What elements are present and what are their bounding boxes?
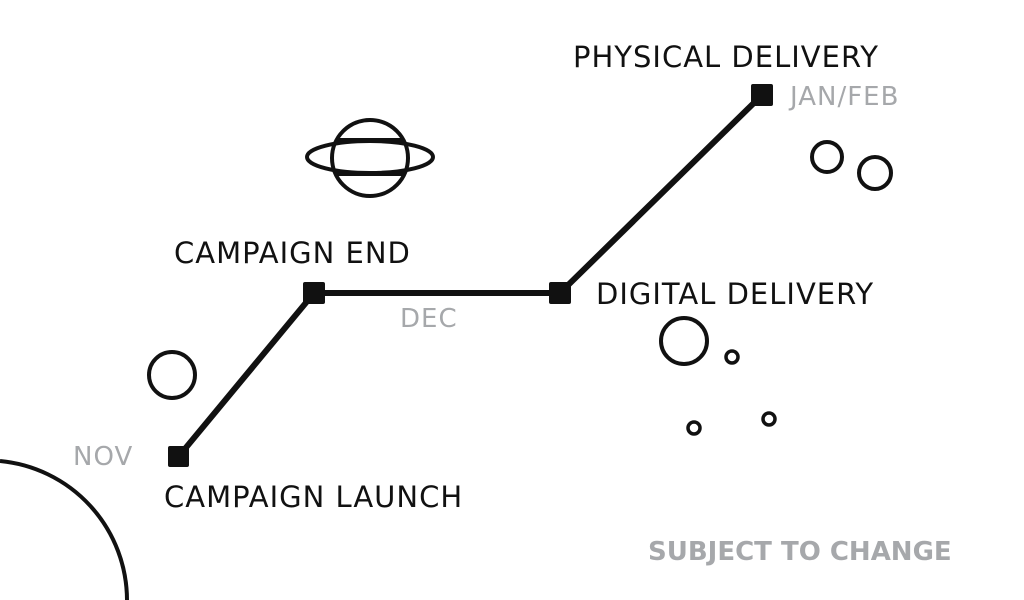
node-campaign-end (303, 282, 325, 304)
planet-icon (305, 118, 435, 198)
moon-outline (810, 140, 844, 174)
campaign-end-title: CAMPAIGN END (174, 236, 411, 270)
planet-arc (0, 459, 129, 600)
star-dot (724, 349, 740, 365)
moon-outline (857, 155, 893, 191)
node-campaign-launch (168, 446, 189, 467)
star-dot (761, 411, 777, 427)
physical-delivery-date: JAN/FEB (790, 82, 900, 112)
node-digital-delivery (549, 282, 571, 304)
subject-to-change-note: SUBJECT TO CHANGE (648, 537, 952, 567)
campaign-launch-date: NOV (73, 442, 134, 472)
node-physical-delivery (751, 84, 773, 106)
campaign-launch-title: CAMPAIGN LAUNCH (164, 480, 464, 514)
digital-delivery-title: DIGITAL DELIVERY (596, 277, 875, 311)
moon-outline (147, 350, 197, 400)
moon-outline (659, 316, 709, 366)
physical-delivery-title: PHYSICAL DELIVERY (573, 40, 879, 74)
star-dot (686, 420, 702, 436)
campaign-end-date: DEC (400, 304, 458, 334)
timeline-path (176, 92, 765, 458)
